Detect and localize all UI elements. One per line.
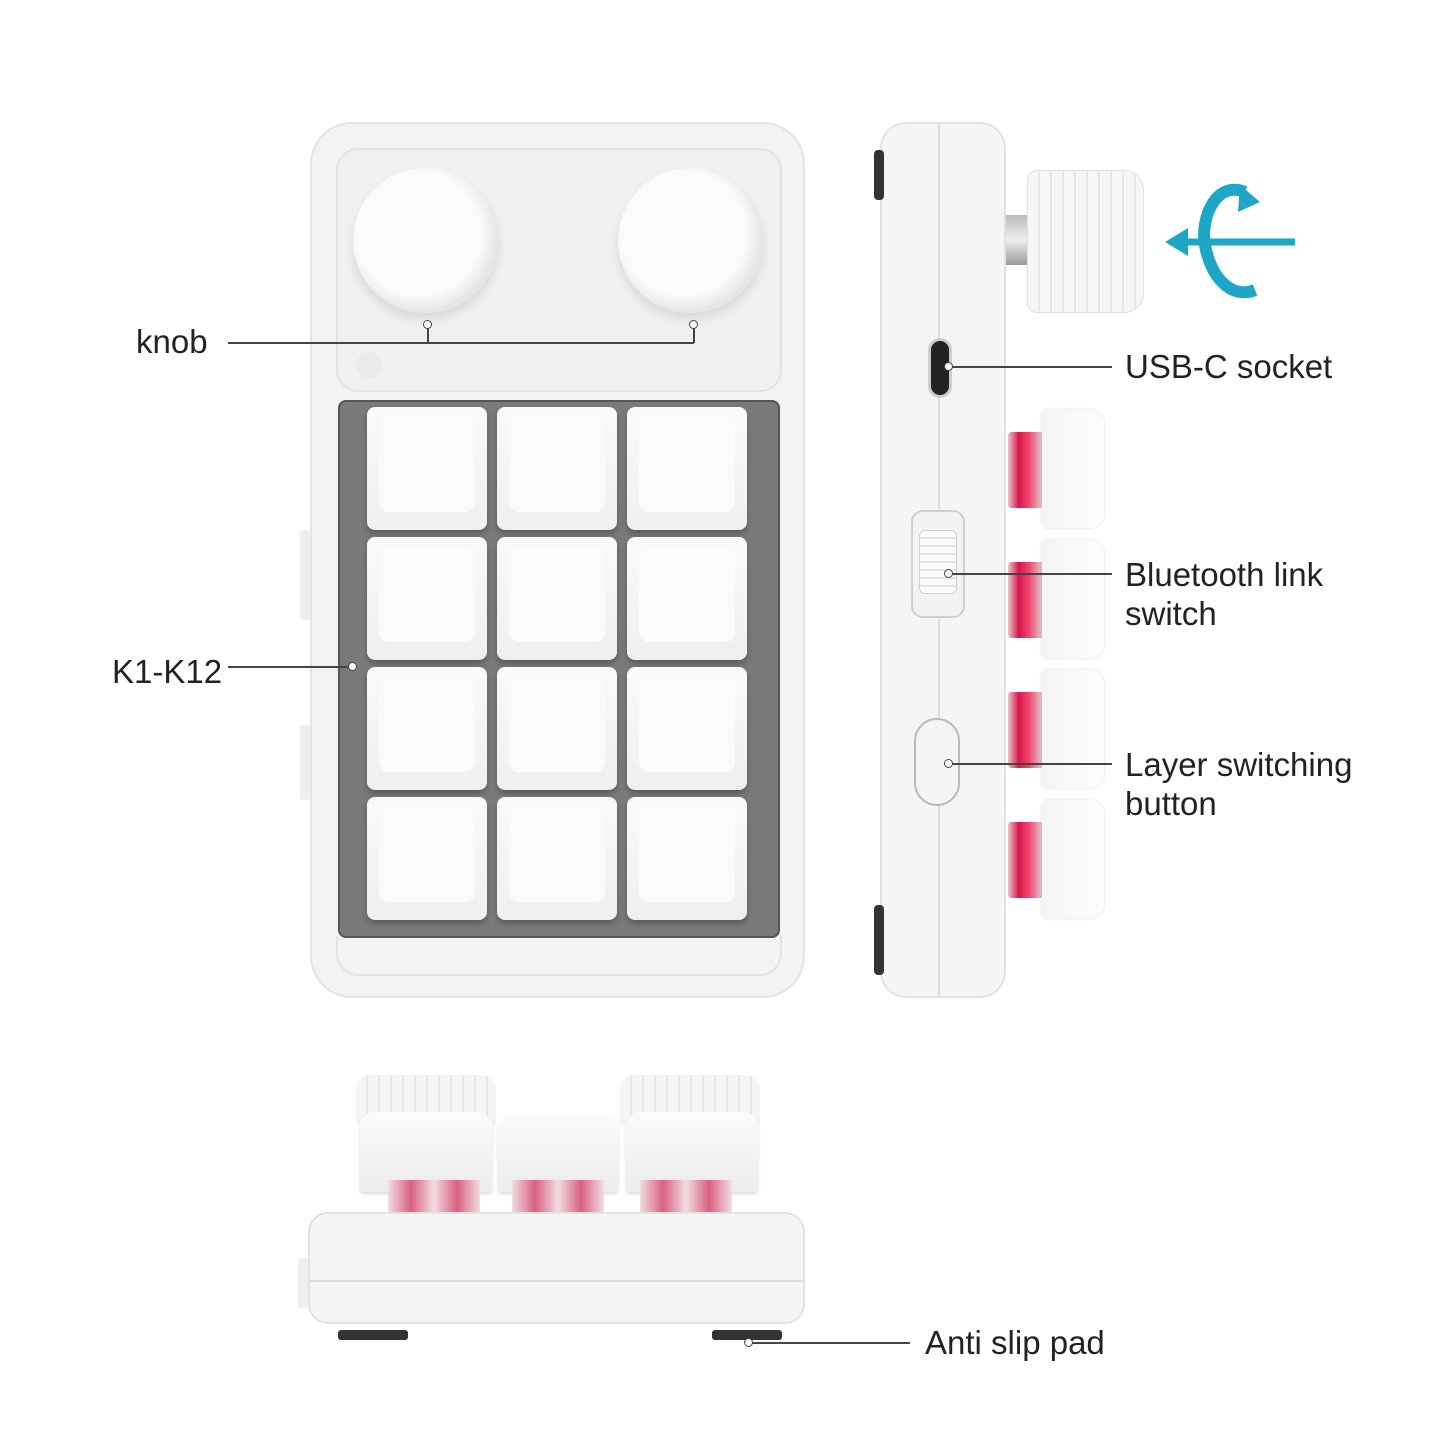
knob-left[interactable] (353, 168, 498, 313)
knob-shaft (1006, 215, 1030, 265)
bluetooth-switch[interactable] (911, 510, 965, 618)
anti-slip-pad-right (712, 1330, 782, 1340)
key-k6[interactable] (627, 537, 747, 660)
key-k3[interactable] (627, 407, 747, 530)
indicator-led (356, 352, 382, 378)
knob-label: knob (136, 323, 208, 360)
key-k2[interactable] (497, 407, 617, 530)
knob-marker (689, 320, 698, 329)
key-k9[interactable] (627, 667, 747, 790)
keys-marker (348, 662, 357, 671)
bluetooth-switch-slider[interactable] (919, 530, 957, 594)
front-switch (512, 1180, 604, 1212)
keys-label: K1-K12 (112, 653, 223, 690)
bluetooth-leader-line (952, 573, 1112, 575)
front-keycap (626, 1112, 758, 1192)
knob-leader-line (228, 342, 694, 344)
layer-leader-line (952, 763, 1112, 765)
bottom-lip (336, 936, 782, 976)
side-key (1005, 410, 1104, 528)
key-k5[interactable] (497, 537, 617, 660)
usb-c-label: USB-C socket (1125, 348, 1333, 385)
key-k11[interactable] (497, 797, 617, 920)
side-key (1005, 670, 1104, 788)
key-k12[interactable] (627, 797, 747, 920)
knob-side[interactable] (1027, 170, 1144, 313)
keys-leader-line (228, 666, 350, 668)
knob-right[interactable] (618, 168, 763, 313)
base-seam (310, 1280, 803, 1282)
front-switch (388, 1180, 480, 1212)
anti-slip-pad-left (338, 1330, 408, 1340)
side-bump (298, 1258, 308, 1308)
rotate-arrow-icon (1165, 183, 1295, 299)
side-bump (300, 530, 310, 620)
bottom-view-base (308, 1212, 805, 1324)
bluetooth-label-line1: Bluetooth link (1125, 556, 1324, 593)
key-k1[interactable] (367, 407, 487, 530)
bluetooth-label-line2: switch (1125, 595, 1217, 632)
antislip-label: Anti slip pad (925, 1324, 1105, 1361)
foot-top (874, 150, 884, 200)
front-keycap (360, 1112, 492, 1192)
front-keycap (498, 1115, 618, 1192)
knob-leader-tick (693, 328, 695, 343)
key-k7[interactable] (367, 667, 487, 790)
side-key (1005, 540, 1104, 658)
key-k10[interactable] (367, 797, 487, 920)
layer-button[interactable] (914, 718, 960, 806)
foot-bottom (874, 905, 884, 975)
key-k4[interactable] (367, 537, 487, 660)
antislip-leader-line (752, 1342, 910, 1344)
key-k8[interactable] (497, 667, 617, 790)
front-switch (640, 1180, 732, 1212)
knob-marker (423, 320, 432, 329)
layer-label-line1: Layer switching (1125, 746, 1353, 783)
side-key (1005, 800, 1104, 918)
side-bump (300, 725, 310, 800)
knob-leader-tick (427, 328, 429, 343)
layer-label-line2: button (1125, 785, 1217, 822)
usb-leader-line (952, 366, 1112, 368)
